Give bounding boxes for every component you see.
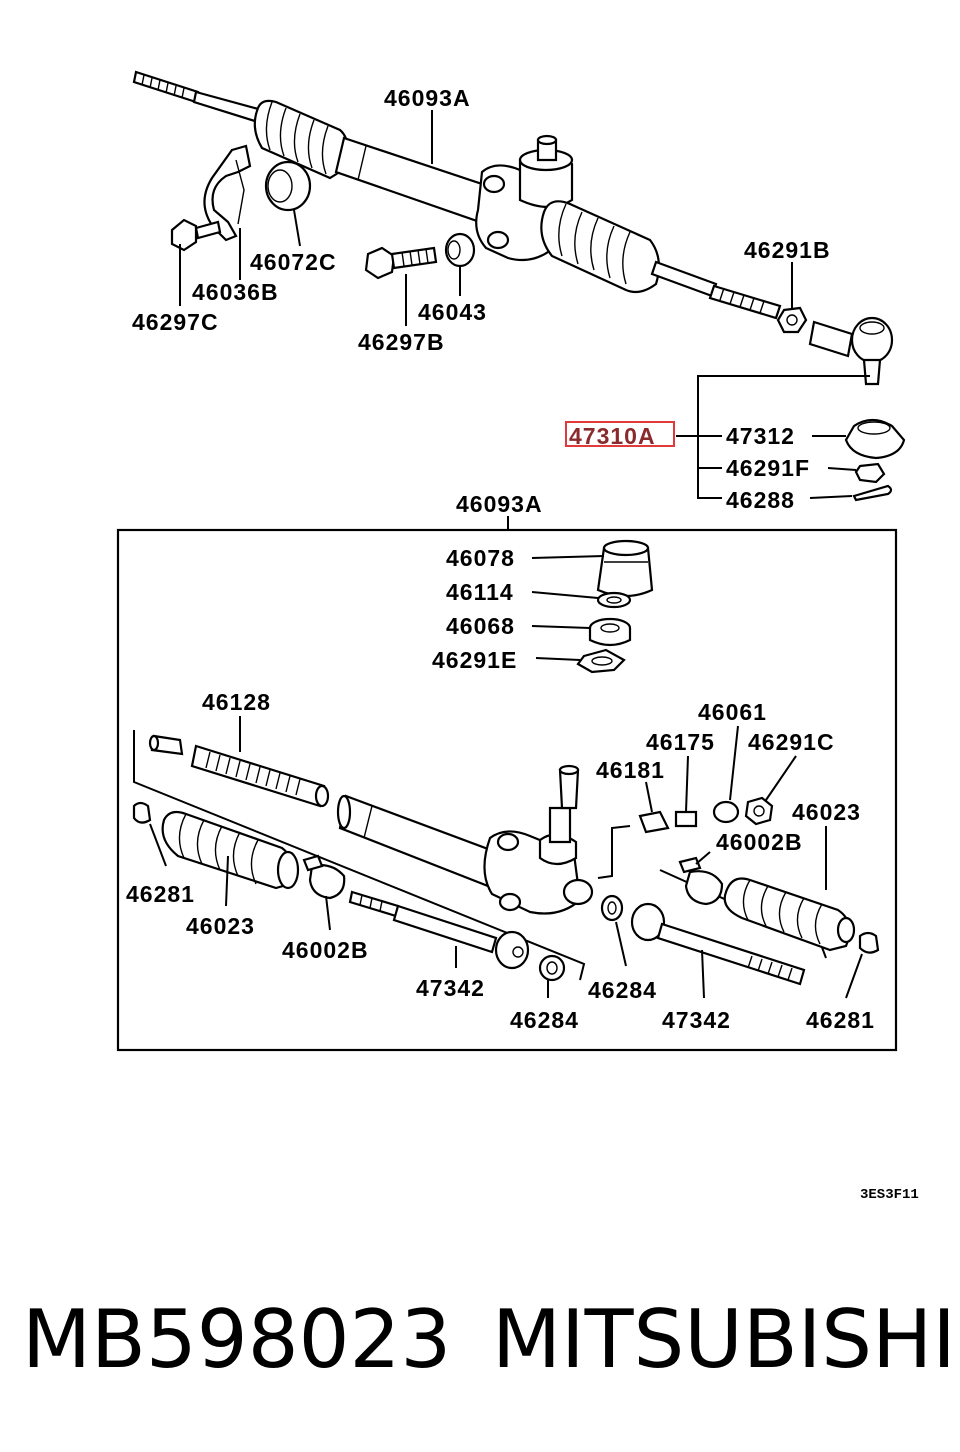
spacer-46114-drawing [596, 591, 632, 609]
tie-rod-end-drawing [808, 316, 894, 386]
highlight-box-47310a [565, 421, 675, 447]
kit-leader-lines [149, 555, 863, 999]
label-46291e: 46291E [432, 647, 517, 673]
label-46114: 46114 [446, 579, 514, 605]
kit-gear-housing-drawing [336, 764, 594, 915]
label-46023-right: 46023 [792, 799, 861, 825]
brand-name: MITSUBISHI [492, 1293, 956, 1386]
label-46078: 46078 [446, 545, 515, 571]
steering-gear-exploded-diagram: 46093A 46072C 46036B 46297C 46043 46297B… [116, 70, 919, 1203]
left-threaded-end [132, 70, 264, 124]
label-47312: 47312 [726, 423, 795, 449]
label-46043: 46043 [418, 299, 487, 325]
bellows-46023-left-drawing [161, 810, 300, 890]
label-46291f: 46291F [726, 455, 810, 481]
bracket-46036b-drawing [203, 144, 252, 242]
clip-46002b-right-drawing [678, 856, 724, 906]
label-46002b-left: 46002B [282, 937, 369, 963]
figure-code: 3ES3F11 [860, 1187, 919, 1203]
rack-46128-drawing [148, 734, 330, 808]
label-46288: 46288 [726, 487, 795, 513]
cap-46061-drawing [712, 800, 740, 824]
rack-assembly-drawing [132, 70, 894, 386]
label-46284-left: 46284 [510, 1007, 579, 1033]
label-46128: 46128 [202, 689, 271, 715]
clip-46002b-left-drawing [302, 854, 346, 900]
part-footer: MB598023 MITSUBISHI [0, 1290, 960, 1390]
label-47342-left: 47342 [416, 975, 485, 1001]
adjust-nut-46291c-drawing [744, 796, 774, 826]
seal-46068-drawing [588, 617, 632, 647]
bushing-46072c-drawing [264, 160, 312, 212]
label-46281-right: 46281 [806, 1007, 875, 1033]
label-46175: 46175 [646, 729, 715, 755]
plunger-46181-drawing [638, 810, 670, 834]
right-rod [650, 260, 782, 320]
label-47342-right: 47342 [662, 1007, 731, 1033]
label-46297c: 46297C [132, 309, 219, 335]
bellows-46023-right-drawing [723, 877, 856, 952]
label-47310a[interactable]: 47310A [569, 423, 656, 449]
castle-nut-46291f-drawing [854, 462, 886, 484]
right-bellows [540, 200, 661, 294]
label-46093a-top: 46093A [384, 85, 471, 111]
label-46023-left: 46023 [186, 913, 255, 939]
label-46291b: 46291B [744, 237, 831, 263]
nut-46291b-drawing [776, 306, 808, 334]
label-46284-right: 46284 [588, 977, 657, 1003]
label-46036b: 46036B [192, 279, 279, 305]
dust-cover-47312-drawing [844, 418, 906, 460]
label-46093a-kit: 46093A [456, 491, 543, 517]
label-46068: 46068 [446, 613, 515, 639]
label-46181: 46181 [596, 757, 665, 783]
bolt-46297b-drawing [364, 246, 438, 280]
rack-housing-tube [334, 136, 490, 224]
inner-rod-47342-left-drawing [348, 890, 530, 970]
rack-subgroup-bracket [133, 730, 586, 981]
boot-46078-drawing [596, 539, 654, 598]
band-46281-right-drawing [858, 931, 880, 954]
cotter-pin-46288-drawing [852, 484, 893, 502]
top-leader-lines [179, 110, 870, 499]
label-46061: 46061 [698, 699, 767, 725]
bushing-46043-drawing [444, 232, 476, 268]
band-46281-left-drawing [132, 801, 152, 824]
label-46281-left: 46281 [126, 881, 195, 907]
label-46297b: 46297B [358, 329, 445, 355]
label-46002b-right: 46002B [716, 829, 803, 855]
label-46072c: 46072C [250, 249, 337, 275]
washer-46284-left-drawing [538, 954, 566, 982]
inner-rod-47342-right-drawing [630, 902, 806, 986]
washer-46284-right-drawing [600, 894, 624, 922]
label-46291c: 46291C [748, 729, 835, 755]
kit-frame [116, 528, 898, 1052]
lock-nut-46291e-drawing [576, 648, 626, 674]
spring-46175-drawing [674, 810, 698, 828]
bolt-46297c-drawing [170, 218, 222, 252]
part-number: MB598023 [22, 1293, 452, 1386]
gear-housing [475, 134, 574, 262]
plunger-subgroup-bracket [597, 825, 631, 879]
